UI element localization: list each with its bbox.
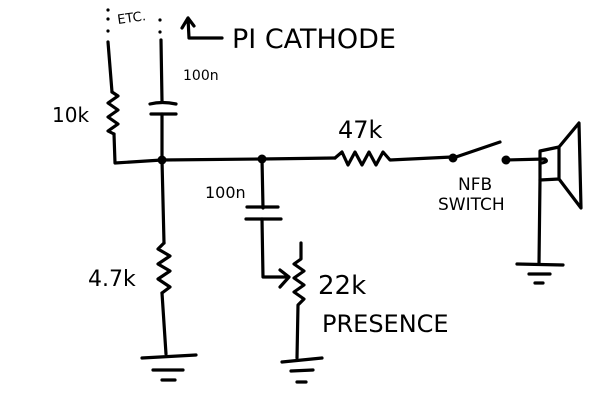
wire-4k7-top [160,158,166,245]
speaker-ground-wire [537,178,542,266]
switch-label: SWITCH [438,195,505,215]
wire-left-top [106,40,114,94]
ground-icon-4k7 [140,353,198,382]
speaker-wire [504,157,548,165]
continuation-dots-left [106,8,110,33]
resistor-4k7 [156,241,172,295]
wire-4k7-bottom [160,291,168,356]
resistor-47k [333,150,454,167]
cap-top-label: 100n [183,68,219,84]
wire-left-bottom [112,132,164,165]
nfb-label: NFB [458,175,492,195]
pi-cathode-arrow-icon [180,16,224,40]
potentiometer-22k[interactable] [292,241,306,360]
wiper-arrow-icon [278,268,291,289]
bus-wire [160,156,337,162]
pi-cathode-label: PI CATHODE [232,24,396,55]
ground-icon-presence [280,356,324,384]
continuation-dots-right [158,18,162,34]
wire-center-top [159,38,164,103]
resistor-10k [106,90,120,136]
r-47k-label: 47k [338,116,383,144]
pot-name-label: PRESENCE [322,310,449,338]
wire-presence-top [260,157,265,210]
switch-lever[interactable] [451,140,502,160]
etc-label: ETC. [116,9,146,28]
speaker-icon [538,121,583,210]
cap-presence-label: 100n [205,183,246,202]
ground-icon-speaker [515,262,565,285]
r-4k7-label: 4.7k [88,267,136,292]
pot-value-label: 22k [318,271,366,301]
r-10k-label: 10k [52,103,89,127]
wiper-wire [260,217,290,279]
capacitor-100n-top [148,100,178,116]
